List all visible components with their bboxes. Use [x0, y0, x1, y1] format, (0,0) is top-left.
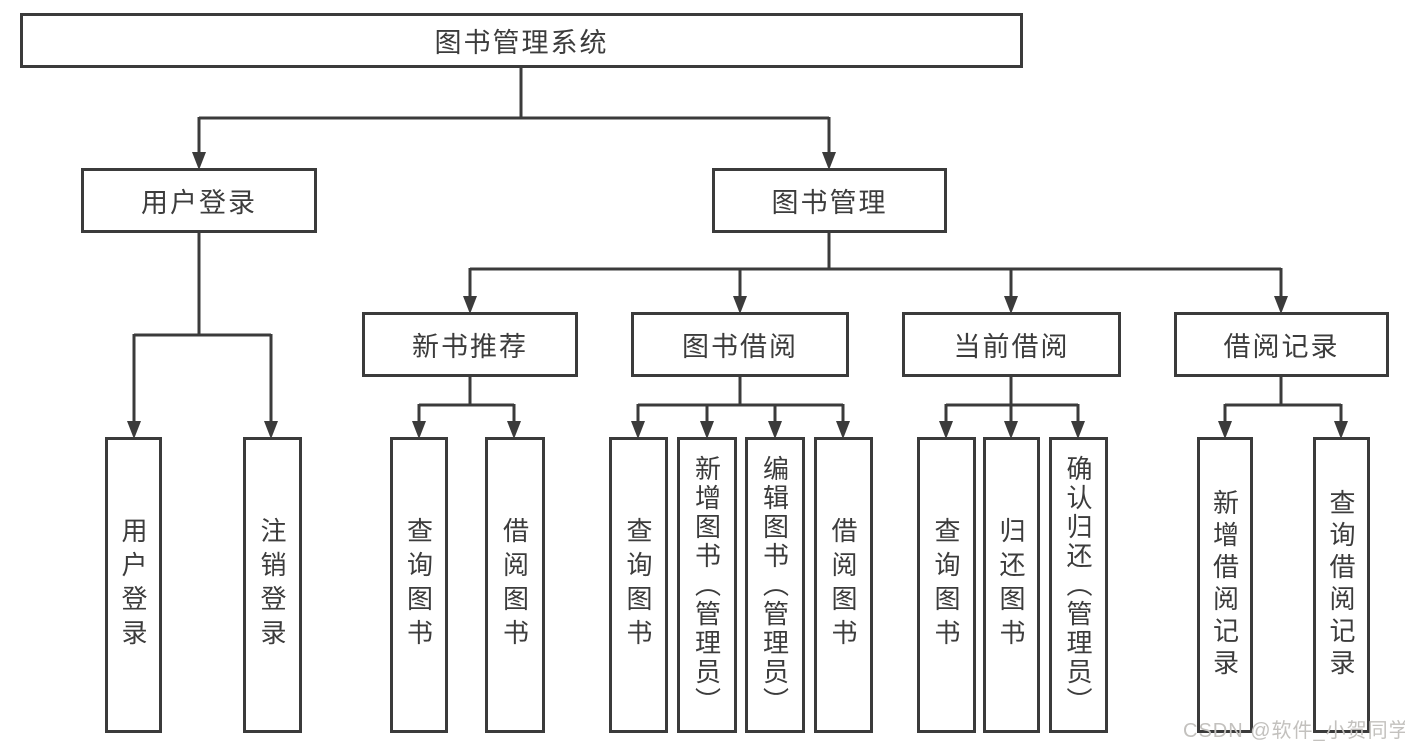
leaf-query-borrow-record: 查询借阅记录 [1313, 437, 1370, 733]
leaf-borrow-books-recommend: 借阅图书 [485, 437, 545, 733]
arrowheads [127, 152, 1348, 439]
node-book-management: 图书管理 [712, 168, 947, 233]
leaf-add-book-admin: 新增图书（管理员） [677, 437, 737, 733]
csdn-watermark: CSDN @软件_小贺同学 [1183, 720, 1405, 742]
node-user-login: 用户登录 [81, 168, 317, 233]
leaf-user-login: 用户登录 [105, 437, 162, 733]
leaf-add-borrow-record: 新增借阅记录 [1197, 437, 1253, 733]
leaf-borrow-books-borrowing: 借阅图书 [814, 437, 873, 733]
leaf-return-book: 归还图书 [983, 437, 1040, 733]
leaf-query-books-borrowing: 查询图书 [609, 437, 668, 733]
node-library-management-system: 图书管理系统 [20, 13, 1023, 68]
leaf-logout: 注销登录 [243, 437, 302, 733]
node-current-borrowing: 当前借阅 [902, 312, 1121, 377]
node-new-book-recommendation: 新书推荐 [362, 312, 578, 377]
leaf-query-books-recommend: 查询图书 [390, 437, 448, 733]
node-borrowing-records: 借阅记录 [1174, 312, 1389, 377]
leaf-confirm-return-admin: 确认归还（管理员） [1049, 437, 1108, 733]
node-book-borrowing: 图书借阅 [631, 312, 849, 377]
leaf-query-books-current: 查询图书 [917, 437, 976, 733]
leaf-edit-book-admin: 编辑图书（管理员） [745, 437, 805, 733]
